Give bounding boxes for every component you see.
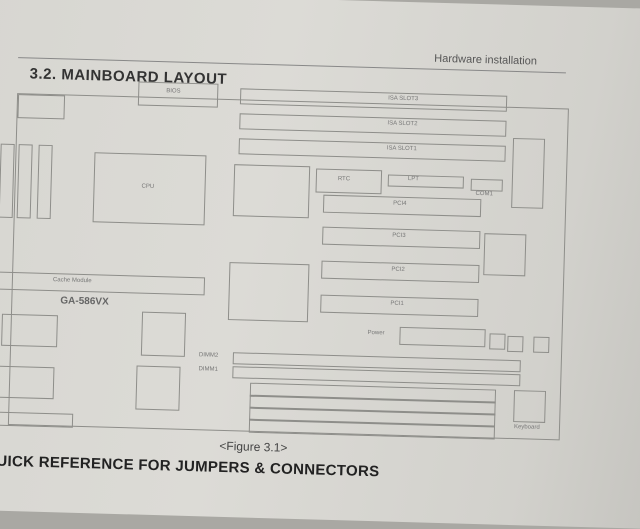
chip-mid-1 bbox=[140, 311, 187, 357]
running-header: Hardware installation bbox=[434, 52, 538, 68]
bios-label: BIOS bbox=[166, 88, 181, 95]
bottom-left-connector bbox=[0, 411, 74, 428]
power-connector bbox=[399, 326, 486, 348]
lpt-connector bbox=[387, 174, 464, 189]
small-connector-1 bbox=[489, 333, 506, 350]
small-connector-3 bbox=[533, 336, 550, 354]
isa-slot-3 bbox=[239, 88, 508, 112]
dimm-slot-1-label: DIMM1 bbox=[198, 366, 218, 373]
figure-caption: <Figure 3.1> bbox=[219, 438, 288, 455]
chip-lower-left-2 bbox=[0, 365, 55, 400]
right-chip bbox=[483, 233, 527, 277]
rtc-label: RTC bbox=[337, 176, 351, 183]
chipset-2 bbox=[227, 262, 310, 323]
next-section-title: 3. QUICK REFERENCE FOR JUMPERS & CONNECT… bbox=[0, 451, 380, 481]
chipset-1 bbox=[232, 164, 311, 219]
isa-slot-3-label: ISA SLOT3 bbox=[388, 95, 419, 103]
keyboard-label: Keyboard bbox=[513, 424, 540, 431]
left-slot-3 bbox=[36, 144, 53, 220]
isa-slot-1-label: ISA SLOT1 bbox=[386, 145, 417, 153]
isa-slot-1 bbox=[238, 138, 506, 162]
isa-slot-2 bbox=[239, 113, 507, 137]
cpu-label: CPU bbox=[141, 183, 155, 190]
left-slot-2 bbox=[16, 144, 33, 219]
keyboard-connector bbox=[513, 390, 547, 423]
power-label: Power bbox=[367, 329, 385, 337]
cache-module bbox=[0, 271, 206, 296]
right-connector bbox=[511, 137, 546, 209]
pci-slot-4-label: PCI4 bbox=[393, 200, 407, 207]
lpt-label: LPT bbox=[407, 176, 419, 183]
board-name: GA-586VX bbox=[60, 295, 109, 308]
chip-lower-left bbox=[1, 313, 58, 348]
cache-module-label: Cache Module bbox=[52, 277, 92, 285]
com1-connector bbox=[470, 178, 503, 192]
dimm-slot-2-label: DIMM2 bbox=[198, 352, 219, 359]
top-left-connector bbox=[17, 94, 66, 120]
chip-mid-2 bbox=[135, 365, 181, 411]
pci-slot-2-label: PCI2 bbox=[391, 266, 405, 273]
left-slot-1 bbox=[0, 143, 15, 219]
mainboard-diagram: BIOS ISA SLOT3 ISA SLOT2 ISA SLOT1 CPU R… bbox=[0, 81, 569, 441]
small-connector-2 bbox=[507, 335, 524, 353]
com1-label: COM1 bbox=[475, 190, 493, 198]
isa-slot-2-label: ISA SLOT2 bbox=[387, 120, 418, 128]
pci-slot-1-label: PCI1 bbox=[390, 300, 404, 307]
pci-slot-3-label: PCI3 bbox=[392, 232, 406, 239]
